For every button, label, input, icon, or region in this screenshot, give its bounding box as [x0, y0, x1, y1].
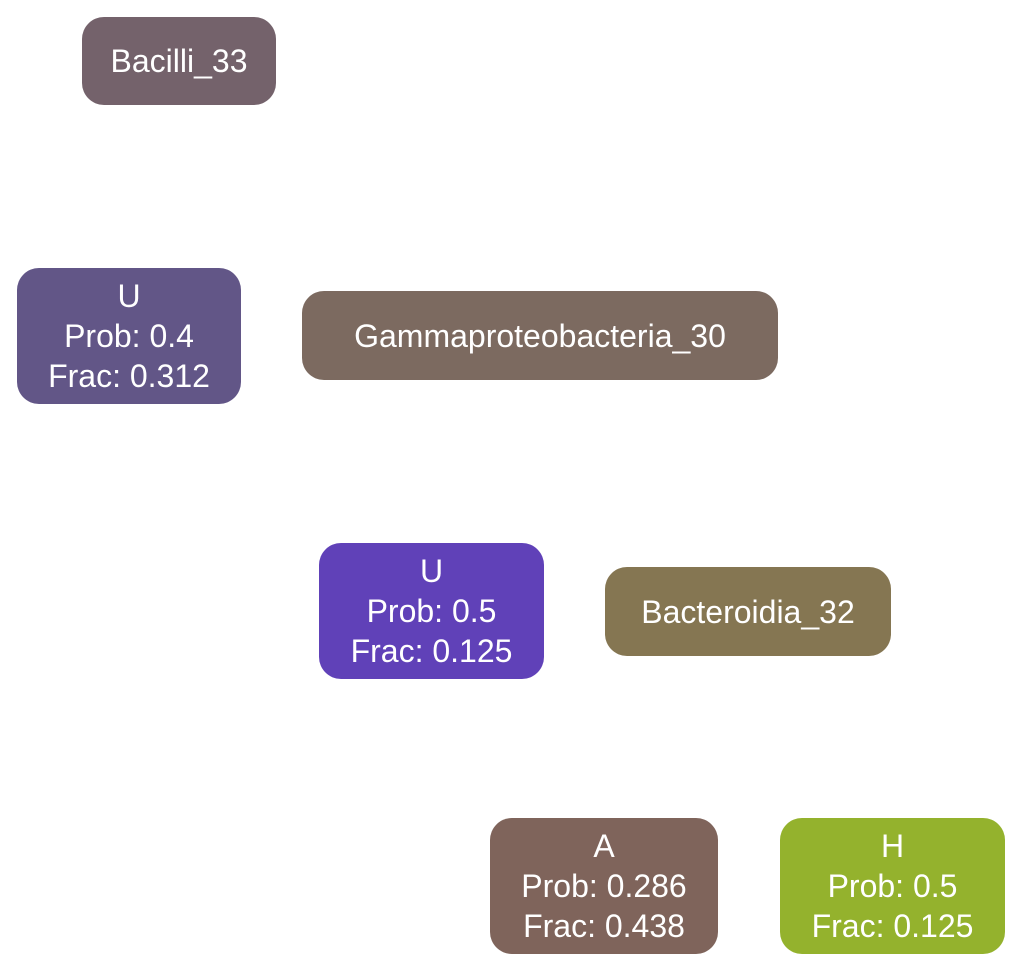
node-bacilli-33: Bacilli_33: [82, 17, 276, 105]
node-prob: Prob: 0.5: [827, 868, 958, 904]
node-frac: Frac: 0.438: [523, 908, 685, 944]
node-prob: Prob: 0.4: [64, 318, 194, 354]
node-frac: Frac: 0.125: [811, 908, 974, 944]
node-frac: Frac: 0.125: [350, 633, 513, 669]
node-gammaproteobacteria-30: Gammaproteobacteria_30: [302, 291, 778, 380]
node-label: Gammaproteobacteria_30: [354, 317, 726, 354]
node-h-prob-0-5: H Prob: 0.5 Frac: 0.125: [780, 818, 1005, 954]
node-state: U: [117, 278, 141, 314]
node-u-prob-0-5: U Prob: 0.5 Frac: 0.125: [319, 543, 544, 679]
node-state: A: [593, 828, 615, 864]
node-u-prob-0-4: U Prob: 0.4 Frac: 0.312: [17, 268, 241, 404]
node-prob: Prob: 0.5: [366, 593, 497, 629]
node-prob: Prob: 0.286: [521, 868, 687, 904]
node-state: H: [880, 828, 905, 864]
node-bacteroidia-32: Bacteroidia_32: [605, 567, 891, 656]
node-a-prob-0-286: A Prob: 0.286 Frac: 0.438: [490, 818, 718, 954]
node-state: U: [419, 553, 444, 589]
node-label: Bacteroidia_32: [641, 593, 855, 630]
node-label: Bacilli_33: [110, 43, 248, 79]
node-frac: Frac: 0.312: [48, 358, 210, 394]
